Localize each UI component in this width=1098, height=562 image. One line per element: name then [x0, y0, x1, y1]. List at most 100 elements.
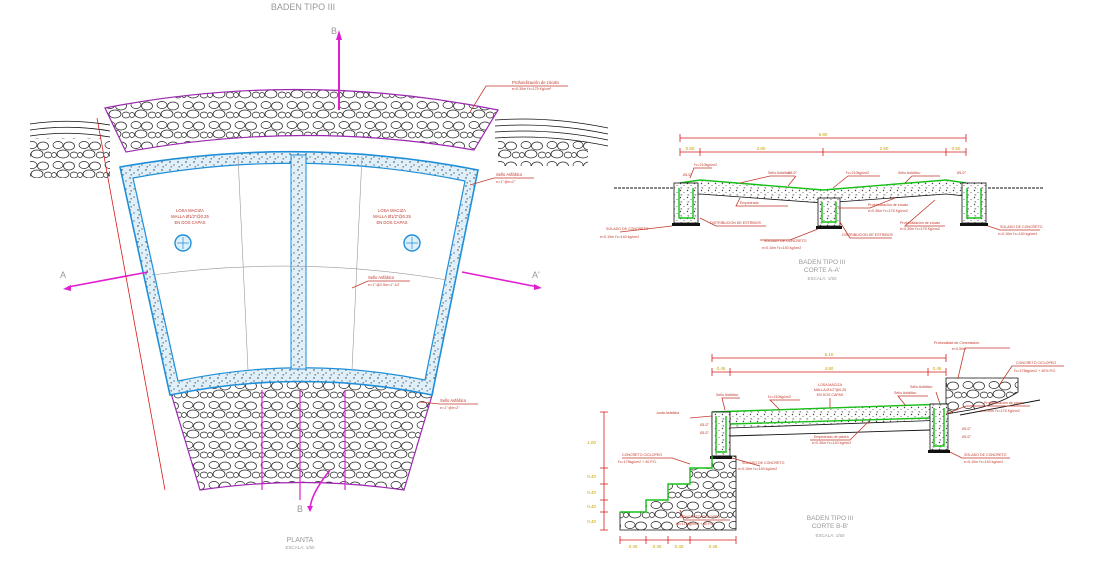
aa-title: BADEN TIPO III — [799, 259, 846, 266]
aa-label-12: DISTRIBUCION DE ESTRIBOS — [842, 233, 894, 237]
bottom-note-line1: Sello Asfáltico — [440, 398, 467, 403]
bb-label-2: e=0.50m — [952, 347, 966, 351]
bb-label-10: Sello Asfáltico — [894, 391, 916, 395]
bb-dim-3: 0.45 — [933, 366, 942, 371]
top-rubble-band — [104, 88, 499, 153]
section-b-bottom-label: B — [297, 504, 303, 514]
mid-note-line2: e=1" @2.5m=1" 1/2 — [368, 283, 399, 287]
aa-label-1: f'c=210kg/cm2 — [694, 163, 717, 167]
aa-label-14: e=0.10m f'c=140 kg/cm2 — [762, 246, 801, 250]
bb-dim-chain — [711, 368, 947, 376]
aa-label-2: Sello Asfáltico — [768, 171, 790, 175]
bb-footing-right — [929, 403, 949, 451]
bb-side-dim-5: 0.40 — [587, 519, 596, 524]
bb-side-dim-1: 1.00 — [587, 440, 596, 445]
section-aa: 6.80 0.50 2.80 2.80 0.50 f'c=210kg/cm2 S… — [600, 132, 1044, 281]
aa-label-9: DISTRIBUCION DE ESTRIBOS — [710, 221, 762, 225]
aa-label-5: Sello Asfáltico — [898, 171, 920, 175]
aa-dim-3: 2.80 — [880, 146, 889, 151]
aa-label-4: f'c=210kg/cm2 — [846, 171, 869, 175]
top-note-leader — [469, 85, 568, 113]
bb-footing-left — [711, 411, 731, 457]
section-line-b — [261, 30, 346, 512]
bb-label-4: f'c=175kg/cm2 + 40% P.G. — [1014, 369, 1056, 373]
bb-right-ground — [959, 399, 1041, 416]
bb-label-28: f'c=175kg/cm2 + 40 P.G. — [676, 522, 715, 526]
aa-scale: ESCALA: 1/50 — [807, 276, 837, 281]
bb-label-5: LOSA MACIZA — [818, 383, 843, 387]
aa-footing-left — [673, 182, 699, 224]
bb-label-11: Sello Asfáltico — [910, 385, 932, 389]
bb-side-dim-2: 0.40 — [587, 474, 596, 479]
top-note-line1: Profundización de zócalo — [512, 80, 559, 85]
aa-label-20: e=0.10m f'c=140 kg/cm2 — [998, 232, 1037, 236]
plan-left-dim — [96, 117, 166, 491]
bb-bottom-dim-1: 0.40 — [629, 544, 638, 549]
aa-dim-4: 0.50 — [952, 146, 961, 151]
bb-top-dim-line — [711, 354, 947, 362]
bb-label-3: CONCRETO CICLOPEO — [1016, 361, 1056, 365]
section-a-right-label: A' — [532, 270, 540, 280]
bb-bottom-dim-2: 0.40 — [653, 544, 662, 549]
section-bb: 6.10 0.45 4.80 0.45 1.00 0.40 0.40 0.40 … — [587, 341, 1064, 549]
mid-note-leader — [351, 280, 410, 289]
plan-scale: ESCALA: 1/50 — [285, 545, 315, 550]
bottom-rubble-band — [169, 378, 434, 491]
bb-footing-rebar — [715, 408, 945, 453]
aa-label-3: Ø1/2" — [788, 171, 798, 175]
bb-subtitle: CORTE B-B' — [812, 523, 849, 530]
plan-caption: PLANTA — [287, 537, 314, 544]
loza-left-line1: LOSA MACIZA — [176, 208, 204, 213]
aa-label-7: Ø1/2" — [683, 173, 693, 177]
bb-label-6: MALLA Ø1/2"@0.25 — [814, 388, 846, 392]
bottom-note-leader — [419, 401, 478, 405]
aa-label-18: e=0.30m f'c=175 Kg/cm2 — [900, 227, 940, 231]
right-note-line1: Sello Asfáltico — [496, 172, 523, 177]
bb-label-22: e=0.10m f'c=140 kg/cm2 — [964, 460, 1003, 464]
bb-side-dim-4: 0.40 — [587, 504, 596, 509]
section-line-a — [63, 271, 542, 291]
loza-left-line2: MALLA Ø1/2"@0.25 — [171, 214, 209, 219]
loza-right-line3: EN DOS CAPAS — [376, 220, 407, 225]
mid-note-line1: Sello Asfáltico — [368, 275, 395, 280]
bb-bottom-dim — [619, 536, 737, 544]
aa-label-19: SOLADO DE CONCRETO — [1000, 225, 1043, 229]
aa-label-16: e=0.30m f'c=175 Kg/cm2 — [868, 209, 908, 213]
aa-top-dim: 6.80 — [819, 132, 828, 137]
aa-footing-right — [961, 182, 987, 224]
aa-solado-right — [960, 223, 988, 226]
panel-transverse — [151, 265, 448, 281]
bb-top-rebar — [711, 403, 947, 413]
bb-label-9: f'c=210kg/cm2 — [768, 395, 791, 399]
bb-bottom-dim-4: 0.45 — [709, 544, 718, 549]
aa-solado-mid — [816, 226, 842, 229]
bb-ciclopeo-right — [945, 377, 1019, 415]
aa-footing-rebar — [678, 188, 982, 223]
loza-left-line3: EN DOS CAPAS — [174, 220, 205, 225]
bb-label-12: Junta Asfáltica — [656, 411, 679, 415]
bb-dim-2: 4.80 — [825, 366, 834, 371]
bb-dim-1: 0.45 — [717, 366, 726, 371]
aa-dim-chain — [679, 148, 967, 156]
bb-label-14: Ø1/2" — [700, 431, 710, 435]
bb-label-15: Ø1/2" — [962, 427, 972, 431]
right-note-leader — [469, 177, 534, 186]
bb-steps-edge — [620, 456, 713, 513]
panel-line-1 — [237, 155, 249, 371]
aa-dim-1: 0.50 — [686, 146, 695, 151]
bb-label-21: SOLADO DE CONCRETO — [964, 453, 1007, 457]
bb-label-20: e=0.30m f'c=175 Kg/cm2 — [980, 409, 1020, 413]
drain-left-icon — [174, 234, 192, 252]
bottom-note-line2: e=1" @e=2" — [440, 406, 460, 410]
bb-label-24: f'c=175kg/cm2 + 40 P.G. — [618, 460, 657, 464]
top-note-line2: e=0.30m f'c=175 Kg/cm² — [512, 87, 552, 91]
section-b-top-label: B — [331, 26, 337, 36]
loza-right-line2: MALLA Ø1/2"@0.25 — [373, 214, 411, 219]
bb-label-7: EN DOS CAPAS — [817, 393, 844, 397]
bb-solado-right — [928, 450, 950, 453]
loza-right-line1: LOSA MACIZA — [378, 208, 406, 213]
bb-label-18: e=0.30m f'c=140 kg/cm2 — [812, 441, 851, 445]
bb-bottom-rebar — [729, 417, 931, 425]
aa-subtitle: CORTE A-A' — [804, 267, 840, 274]
